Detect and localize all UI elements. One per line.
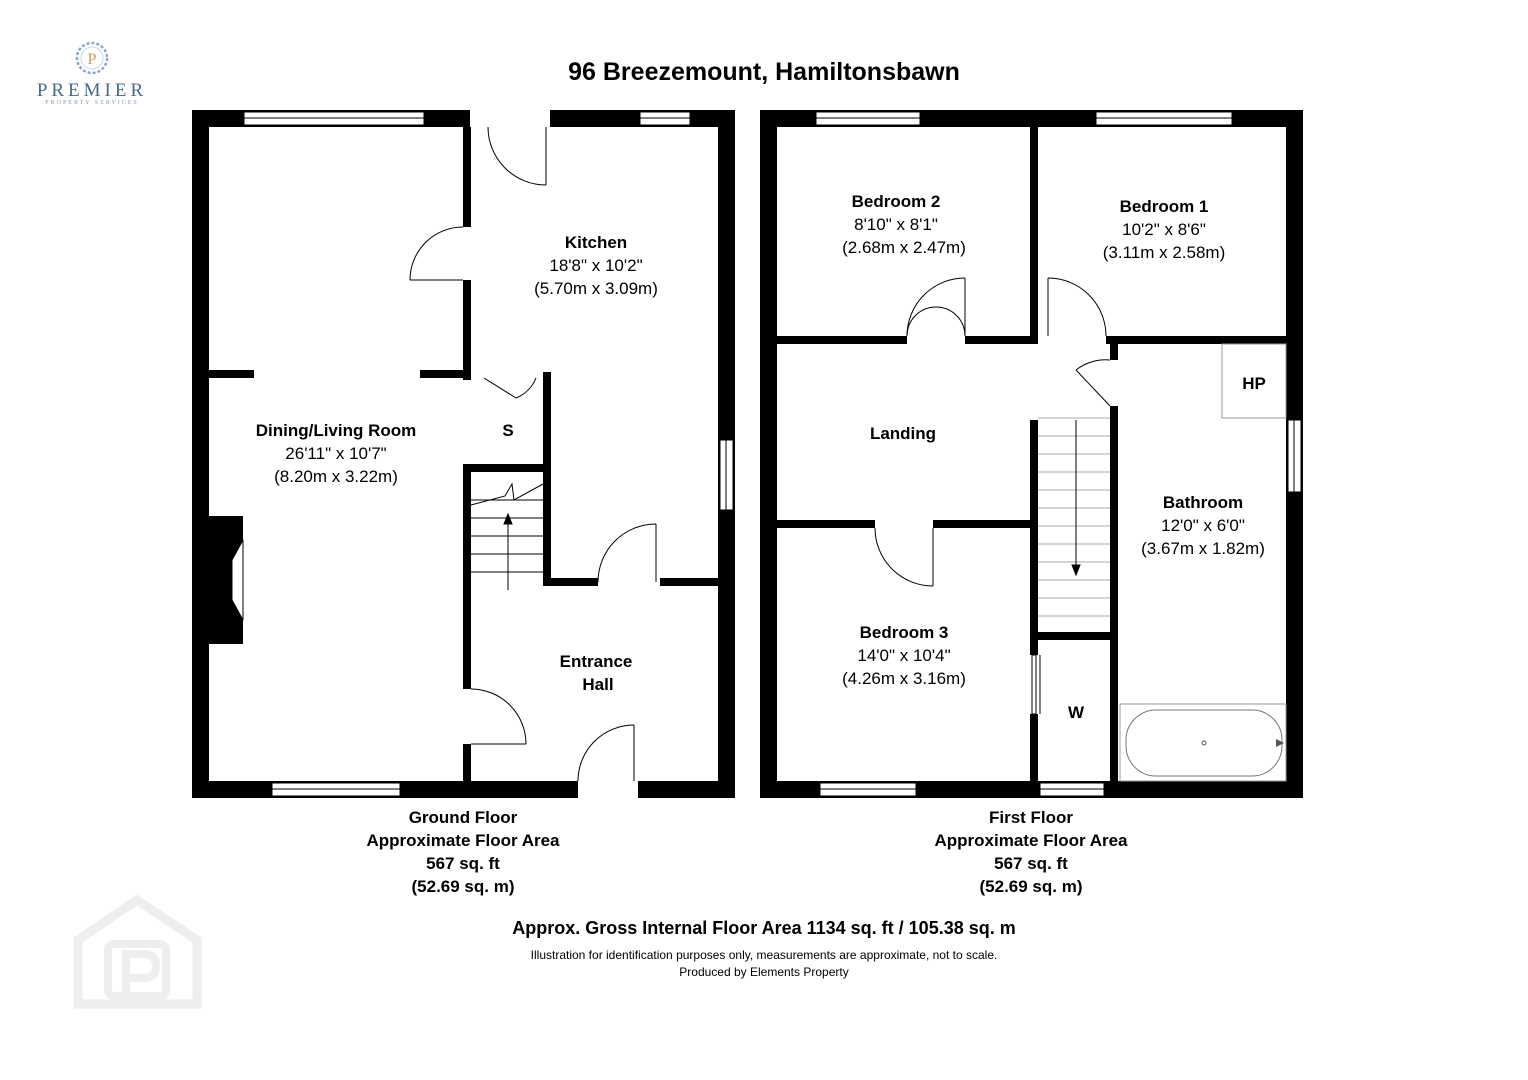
room-bathroom: Bathroom 12'0" x 6'0" (3.67m x 1.82m) [1141, 493, 1265, 558]
svg-text:8'10" x 8'1": 8'10" x 8'1" [854, 215, 938, 234]
svg-text:Dining/Living Room: Dining/Living Room [256, 421, 417, 440]
ground-floor-caption: Ground Floor Approximate Floor Area 567 … [313, 806, 613, 898]
svg-text:26'11" x 10'7": 26'11" x 10'7" [285, 444, 386, 463]
stairs-icon [1038, 417, 1110, 617]
wall [192, 110, 209, 798]
first-floor-area-label: Approximate Floor Area [934, 831, 1128, 850]
svg-text:Bedroom 2: Bedroom 2 [852, 192, 941, 211]
svg-text:(5.70m x 3.09m): (5.70m x 3.09m) [534, 279, 658, 298]
ground-floor-plan [192, 110, 735, 798]
room-hp: HP [1242, 374, 1266, 393]
bathtub-icon [1119, 703, 1287, 782]
ground-floor-label: Ground Floor [408, 808, 518, 827]
hp-cupboard [1221, 343, 1287, 419]
first-floor-area-sqft: 567 sq. ft [994, 854, 1068, 873]
brand-tagline: PROPERTY SERVICES [45, 100, 139, 106]
room-bedroom-1: Bedroom 1 10'2" x 8'6" (3.11m x 2.58m) [1103, 197, 1226, 262]
ground-floor-area-label: Approximate Floor Area [366, 831, 560, 850]
svg-text:Bedroom 1: Bedroom 1 [1120, 197, 1209, 216]
first-floor-caption: First Floor Approximate Floor Area 567 s… [881, 806, 1181, 898]
first-floor-area-sqm: (52.69 sq. m) [979, 877, 1083, 896]
logo-letter: P [88, 51, 97, 68]
svg-text:Bedroom 3: Bedroom 3 [860, 623, 949, 642]
disclaimer: Illustration for identification purposes… [530, 948, 998, 962]
room-bedroom-2: Bedroom 2 8'10" x 8'1" (2.68m x 2.47m) [842, 192, 966, 257]
property-title: 96 Breezemount, Hamiltonsbawn [568, 58, 960, 86]
svg-text:Kitchen: Kitchen [565, 233, 627, 252]
ground-floor-area-sqft: 567 sq. ft [426, 854, 500, 873]
ground-floor-area-sqm: (52.69 sq. m) [411, 877, 515, 896]
produced-by: Produced by Elements Property [679, 965, 849, 979]
svg-text:14'0" x 10'4": 14'0" x 10'4" [857, 646, 950, 665]
room-kitchen: Kitchen 18'8" x 10'2" (5.70m x 3.09m) [534, 233, 658, 298]
stairs-icon [470, 482, 544, 590]
room-dining-living: Dining/Living Room 26'11" x 10'7" (8.20m… [256, 421, 417, 486]
watermark-house-icon [73, 894, 202, 1009]
svg-text:18'8" x 10'2": 18'8" x 10'2" [549, 256, 642, 275]
gross-area: Approx. Gross Internal Floor Area 1134 s… [512, 918, 1016, 938]
svg-text:(2.68m x 2.47m): (2.68m x 2.47m) [842, 238, 966, 257]
room-entrance-hall: Entrance Hall [560, 652, 633, 694]
svg-text:(3.11m x 2.58m): (3.11m x 2.58m) [1103, 243, 1226, 262]
room-wardrobe: W [1068, 703, 1085, 722]
room-bedroom-3: Bedroom 3 14'0" x 10'4" (4.26m x 3.16m) [842, 623, 966, 688]
room-landing: Landing [870, 424, 936, 443]
room-store: S [502, 421, 513, 440]
svg-text:(8.20m x 3.22m): (8.20m x 3.22m) [274, 467, 398, 486]
first-floor-plan [760, 110, 1303, 798]
svg-text:(3.67m x 1.82m): (3.67m x 1.82m) [1141, 539, 1265, 558]
brand-name: PREMIER [36, 80, 148, 101]
svg-text:10'2" x 8'6": 10'2" x 8'6" [1122, 220, 1206, 239]
first-floor-label: First Floor [988, 808, 1074, 827]
svg-text:(4.26m x 3.16m): (4.26m x 3.16m) [842, 669, 966, 688]
svg-text:Hall: Hall [582, 675, 613, 694]
premier-logo-icon: P [75, 41, 109, 75]
svg-text:12'0" x 6'0": 12'0" x 6'0" [1161, 516, 1245, 535]
svg-text:Entrance: Entrance [560, 652, 633, 671]
svg-text:Bathroom: Bathroom [1163, 493, 1243, 512]
